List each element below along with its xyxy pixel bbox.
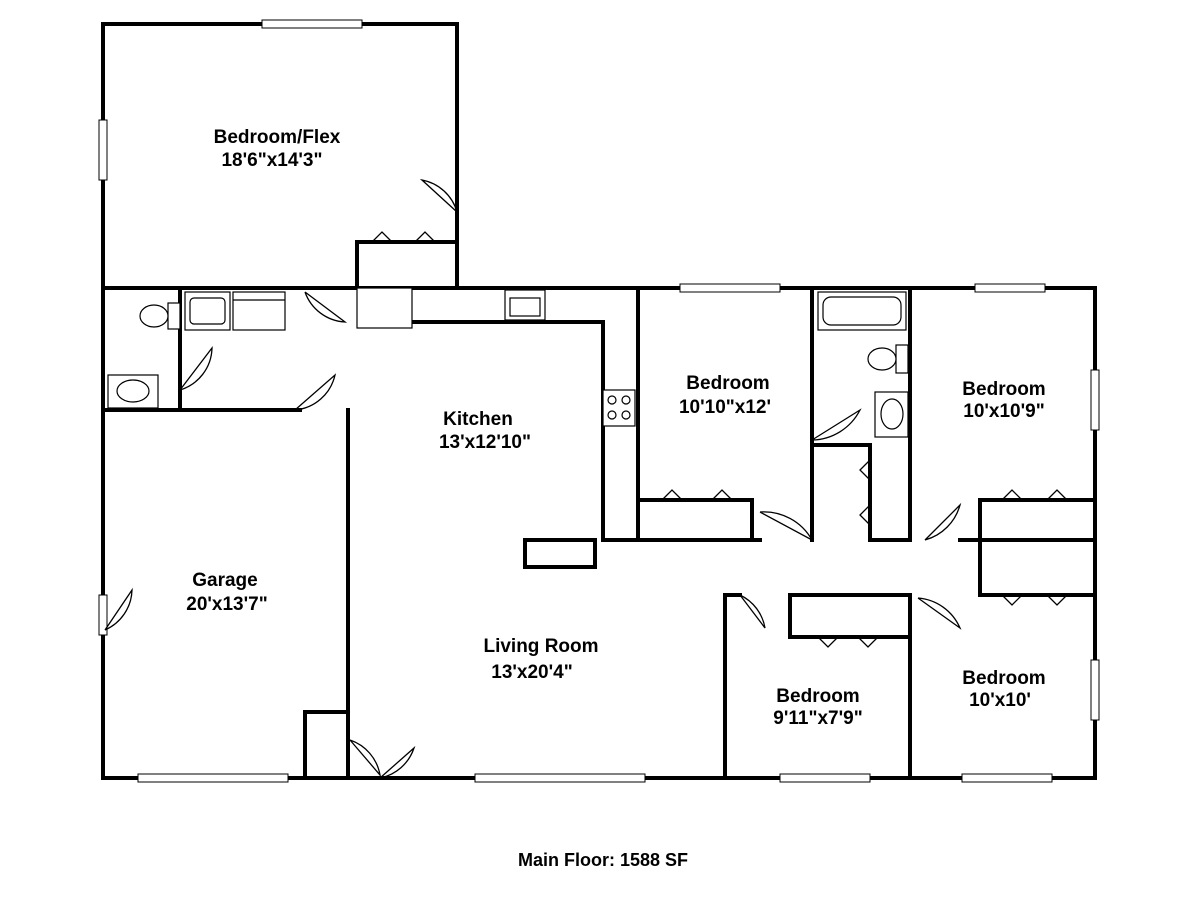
right-top-bedroom-name: Bedroom <box>962 379 1045 400</box>
flex-room-name: Bedroom/Flex <box>214 127 341 148</box>
flex-room-dims: 18'6"x14'3" <box>221 150 322 171</box>
right-bottom-bedroom-dims: 10'x10' <box>969 690 1031 711</box>
kitchen-name: Kitchen <box>443 409 513 430</box>
garage-name: Garage <box>192 570 257 591</box>
living-room-dims: 13'x20'4" <box>491 662 572 683</box>
center-bedroom-name: Bedroom <box>686 373 769 394</box>
closet-doors <box>371 231 1068 648</box>
kitchen-dims: 13'x12'10" <box>439 432 531 453</box>
floor-area-caption: Main Floor: 1588 SF <box>518 850 688 870</box>
garage-dims: 20'x13'7" <box>186 594 267 615</box>
small-bedroom-name: Bedroom <box>776 686 859 707</box>
pantry <box>356 287 413 329</box>
center-bedroom-dims: 10'10"x12' <box>679 397 771 418</box>
right-bottom-bedroom-name: Bedroom <box>962 668 1045 689</box>
living-room-name: Living Room <box>483 636 598 657</box>
small-bedroom-dims: 9'11"x7'9" <box>773 708 862 729</box>
doors <box>104 178 962 779</box>
right-top-bedroom-dims: 10'x10'9" <box>963 401 1044 422</box>
stove <box>602 389 636 427</box>
windows <box>98 19 1100 783</box>
room-labels: Bedroom/Flex 18'6"x14'3" Kitchen 13'x12'… <box>186 127 1045 729</box>
dryer <box>232 291 286 331</box>
fixtures <box>107 287 909 438</box>
toilet <box>167 302 181 330</box>
hall-toilet <box>895 344 909 374</box>
